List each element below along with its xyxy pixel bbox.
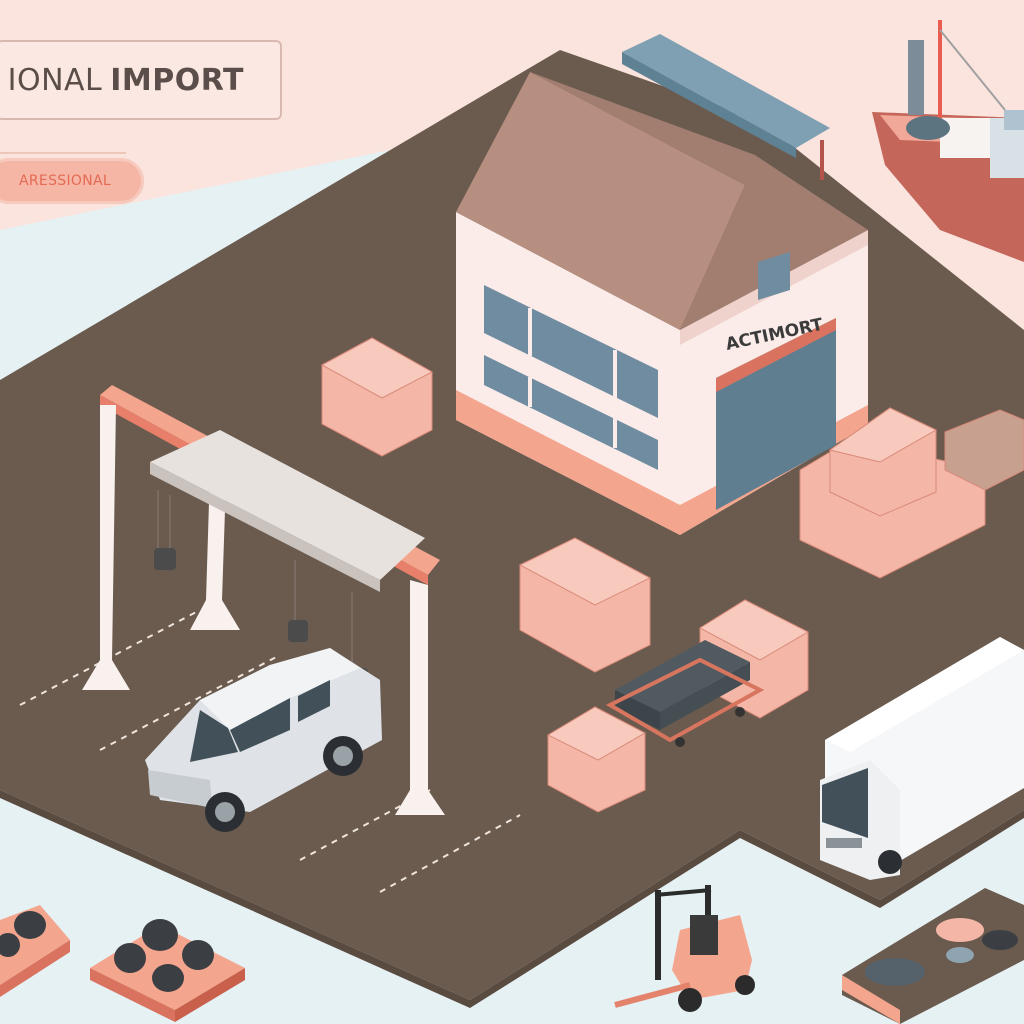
gantry-crane-icon [82,385,445,815]
crate-stack-icon [799,407,1024,579]
pallet-icon [842,888,1024,1024]
warehouse-icon [456,72,868,535]
badge-label: ARESSIONAL [19,173,111,189]
canopy-icon [622,34,830,180]
pallet-icon [90,919,245,1022]
parking-lot-edge [0,790,1024,1008]
truck-icon [820,637,1024,880]
title-light: IONAL [7,62,103,98]
crate-icon [518,537,652,673]
flatbed-trailer-icon [605,640,765,747]
ship-icon [872,20,1024,262]
suv-icon [145,648,382,832]
professional-badge: ARESSIONAL [0,158,144,204]
crate-icon [546,706,647,813]
title-banner: IONAL IMPORT [0,40,282,120]
pallet-icon [0,905,70,997]
divider [0,152,126,154]
forklift-icon [614,885,755,1012]
crate-icon [320,337,434,457]
title-bold: IMPORT [110,62,244,98]
